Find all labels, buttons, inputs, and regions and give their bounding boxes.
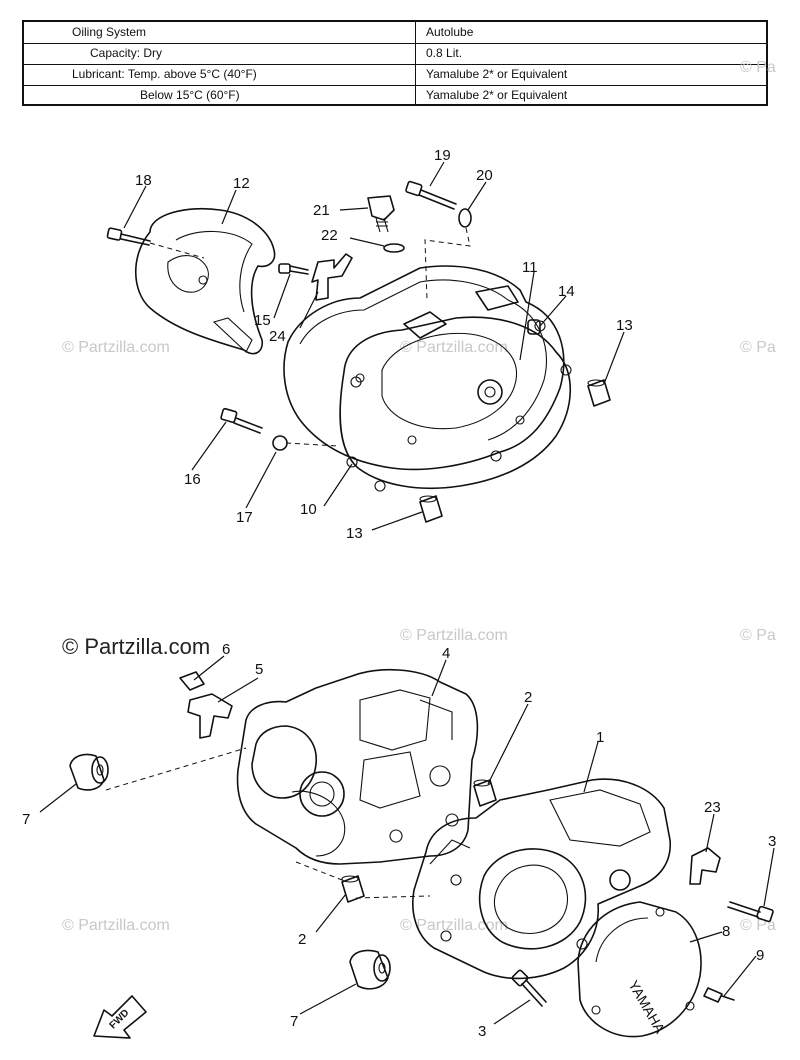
callout-11: 11	[522, 259, 538, 276]
callout-24: 24	[269, 328, 286, 345]
leader-lines-bottom	[39, 655, 775, 1025]
callout-7: 7	[290, 1013, 298, 1030]
callout-3: 3	[478, 1023, 486, 1040]
part-4-crankcase-left	[236, 668, 479, 865]
callout-13: 13	[346, 525, 363, 542]
cover-brand-text: YAMAHA	[625, 978, 668, 1037]
callout-6: 6	[222, 641, 230, 658]
callout-17: 17	[236, 509, 253, 526]
callout-15: 15	[254, 312, 271, 329]
part-21-oil-check-bolt	[367, 195, 395, 233]
callout-4: 4	[442, 645, 450, 662]
part-24-bracket	[311, 253, 353, 301]
spec-label: Capacity: Dry	[90, 46, 163, 60]
watermark-text: © Pa	[740, 627, 776, 644]
leader-lines-top	[123, 161, 625, 531]
watermark-text: © Partzilla.com	[400, 339, 508, 356]
watermarks: © Pa © Partzilla.com © Partzilla.com © P…	[62, 59, 776, 934]
watermark-text: © Pa	[740, 59, 776, 76]
part-19-bolt	[405, 180, 457, 210]
part-1-crankcase-right	[412, 778, 671, 980]
table-column-divider	[415, 22, 416, 104]
part-12-pump-cover	[134, 207, 276, 355]
callout-23: 23	[704, 799, 721, 816]
part-9-screw	[703, 987, 735, 1003]
dashed-alignment-line	[295, 861, 343, 881]
callout-14: 14	[558, 283, 575, 300]
callout-16: 16	[184, 471, 201, 488]
spec-label: Lubricant: Temp. above 5°C (40°F)	[72, 67, 257, 81]
watermark-main-text: © Partzilla.com	[62, 634, 210, 659]
callout-5: 5	[255, 661, 263, 678]
part-8-magneto-cover: YAMAHA	[577, 901, 702, 1038]
part-17-washer	[272, 435, 288, 451]
part-2-dowel-lower	[341, 875, 365, 903]
spec-value: Yamalube 2* or Equivalent	[426, 67, 568, 81]
table-row: Capacity: Dry 0.8 Lit.	[24, 43, 766, 65]
spec-value: Autolube	[426, 25, 474, 39]
watermark-text: © Pa	[740, 339, 776, 356]
callout-12: 12	[233, 175, 250, 192]
part-2-dowel-upper	[473, 779, 497, 807]
callout-19: 19	[434, 147, 451, 164]
spec-table: Oiling System Autolube Capacity: Dry 0.8…	[22, 20, 768, 106]
part-14-dowel-pin	[527, 319, 541, 335]
callout-22: 22	[321, 227, 338, 244]
watermark-text: © Partzilla.com	[400, 917, 508, 934]
part-11-crankcase-cover	[283, 265, 565, 471]
part-5-stopper-lever	[187, 693, 233, 739]
part-20-washer	[458, 208, 472, 228]
table-row: Lubricant: Temp. above 5°C (40°F) Yamalu…	[24, 64, 766, 86]
callout-9: 9	[756, 947, 764, 964]
callout-2: 2	[524, 689, 532, 706]
part-7-damper-upper	[69, 753, 109, 791]
callout-1: 1	[596, 729, 604, 746]
callout-labels: 18 12 19 20 21 22 11 14 13 15 24 16 17 1…	[22, 147, 776, 1040]
callout-13: 13	[616, 317, 633, 334]
table-row: Oiling System Autolube	[24, 22, 766, 44]
callout-21: 21	[313, 202, 330, 219]
part-13-dowel-upper	[587, 379, 611, 407]
fwd-arrow-icon: FWD	[93, 995, 147, 1039]
part-13-dowel-lower	[419, 495, 443, 523]
dashed-alignment-line	[285, 442, 339, 447]
watermark-text: © Partzilla.com	[62, 917, 170, 934]
part-3-bolt-bottom	[511, 969, 547, 1007]
watermark-text: © Partzilla.com	[400, 627, 508, 644]
part-3-bolt-right	[727, 901, 774, 923]
part-7-damper-lower	[349, 949, 391, 990]
callout-18: 18	[135, 172, 152, 189]
part-15-bolt	[278, 263, 309, 275]
part-16-bolt	[220, 407, 263, 434]
callout-10: 10	[300, 501, 317, 518]
crankcase-assembly: YAMAHA FWD	[69, 668, 774, 1039]
clutch-cover-assembly	[106, 180, 611, 523]
spec-label: Below 15°C (60°F)	[140, 88, 240, 102]
part-18-bolt	[106, 227, 205, 259]
part-22-o-ring	[383, 243, 405, 253]
dashed-alignment-line	[355, 895, 431, 899]
callout-2: 2	[298, 931, 306, 948]
callout-8: 8	[722, 923, 730, 940]
part-6-clip	[179, 671, 205, 691]
spec-value: Yamalube 2* or Equivalent	[426, 88, 568, 102]
part-10-gasket	[339, 316, 572, 492]
spec-label: Oiling System	[72, 25, 147, 39]
watermark-text: © Partzilla.com	[62, 339, 170, 356]
callout-20: 20	[476, 167, 493, 184]
spec-value: 0.8 Lit.	[426, 46, 463, 60]
dashed-alignment-line	[105, 747, 247, 791]
dashed-alignment-line	[424, 227, 471, 301]
part-23-bracket	[689, 847, 721, 885]
table-row: Below 15°C (60°F) Yamalube 2* or Equival…	[24, 85, 766, 106]
callout-7: 7	[22, 811, 30, 828]
callout-3: 3	[768, 833, 776, 850]
